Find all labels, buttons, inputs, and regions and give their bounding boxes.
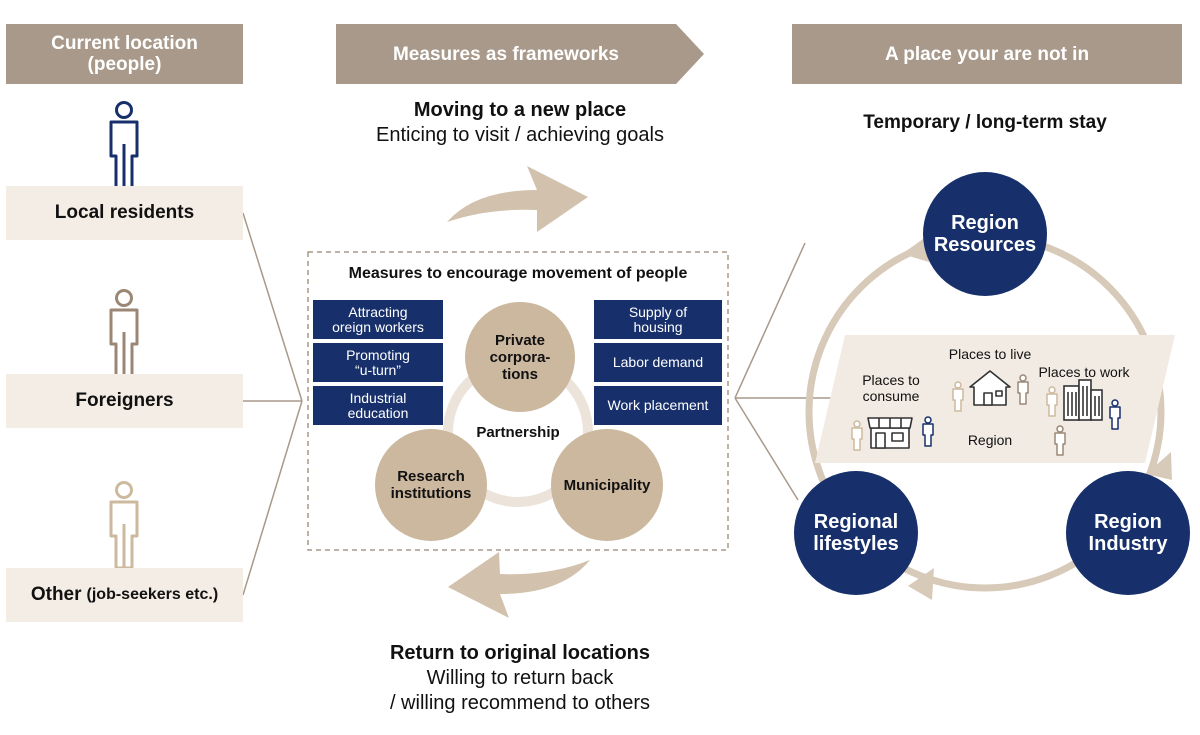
circle-region-industry: Region Industry [1066,471,1190,595]
shop-icon [867,417,913,449]
flow-bottom-text: Return to original locations Willing to … [320,641,720,716]
circle-municipality: Municipality [551,429,663,541]
circle-regional-lifestyles: Regional lifestyles [794,471,918,595]
connector-lines [242,212,840,596]
return-arrow-icon [448,552,590,618]
header-place-not-in: A place your are not in [792,24,1182,84]
cycle-arrowhead-icon [908,568,934,600]
measure-box-foreign-workers: Attracting oreign workers [313,300,443,339]
label-foreigners: Foreigners [75,390,174,411]
header-current-location: Current location (people) [6,24,243,84]
flow-top-text: Moving to a new place Enticing to visit … [330,98,710,148]
forward-arrow-icon [447,166,588,232]
measure-box-housing: Supply of housing [594,300,722,339]
flow-top-subtitle: Enticing to visit / achieving goals [376,124,664,146]
label-other-sub: (job-seekers etc.) [86,586,219,603]
house-icon [969,370,1011,406]
flow-top-title: Moving to a new place [413,99,627,121]
label-local-residents: Local residents [54,202,195,223]
flow-bottom-subtitle-1: Willing to return back [426,667,614,689]
office-building-icon [1063,379,1103,421]
measures-title: Measures to encourage movement of people [348,265,688,282]
flow-bottom-title: Return to original locations [389,642,650,664]
label-places-to-consume: Places to consume [862,372,920,404]
measure-box-work-placement: Work placement [594,386,722,425]
header-arrow-shape [336,24,704,84]
measure-box-labor-demand: Labor demand [594,343,722,382]
label-places-to-live: Places to live [948,346,1032,362]
stay-title: Temporary / long-term stay [863,112,1107,133]
circle-region-resources: Region Resources [923,172,1047,296]
measure-box-industrial-education: Industrial education [313,386,443,425]
label-other: Other [30,584,82,605]
circle-research-institutions: Research institutions [375,429,487,541]
measures-frame [307,251,729,551]
band-local-residents: Local residents [6,186,243,240]
flow-bottom-subtitle-2: / willing recommend to others [389,692,651,714]
circle-private-corporations: Private corpora- tions [465,302,575,412]
label-places-to-work: Places to work [1038,364,1130,380]
person-icon [109,289,139,378]
measure-box-u-turn: Promoting “u-turn” [313,343,443,382]
header-measures: Measures as frameworks [392,43,619,65]
band-foreigners: Foreigners [6,374,243,428]
label-region: Region [967,432,1013,448]
cycle-arrowhead-icon [1146,452,1172,480]
person-icon [109,481,139,570]
person-icon [109,101,139,190]
partnership-label: Partnership [476,424,560,441]
band-other: Other (job-seekers etc.) [6,568,243,622]
